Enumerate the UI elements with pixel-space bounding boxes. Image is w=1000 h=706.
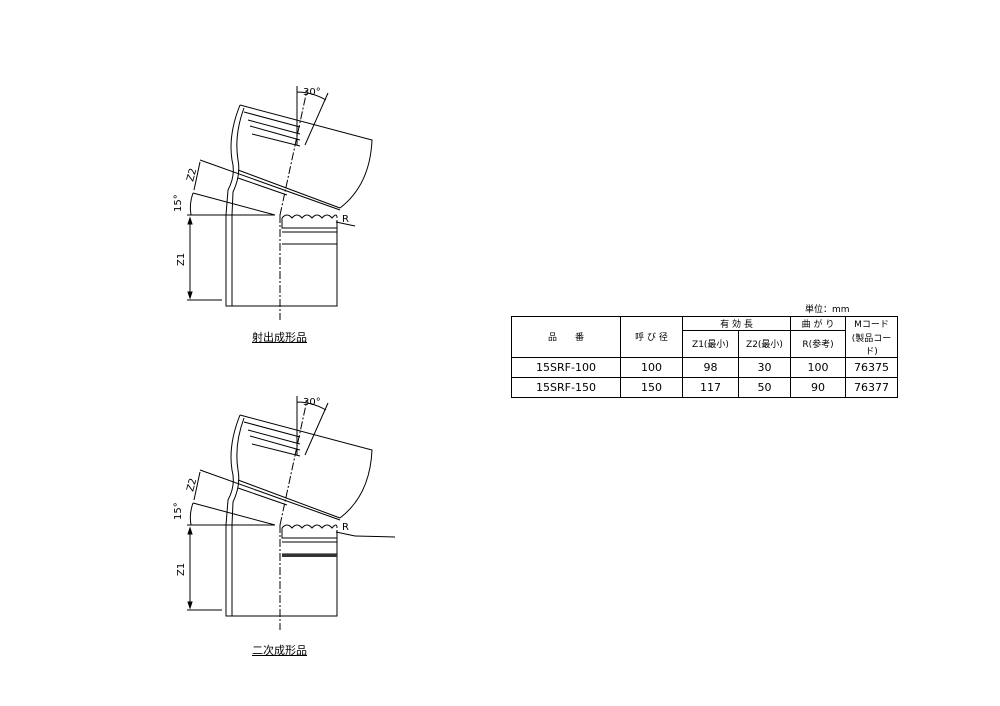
cell-mcode: 76377 (845, 376, 898, 398)
cell-z1: 98 (682, 356, 739, 378)
caption-injection-molded: 射出成形品 (252, 331, 307, 344)
injection-molded-fitting-drawing (186, 85, 373, 321)
header-mcode: Mコード (845, 316, 898, 331)
table-row: 15SRF-100 100 98 30 100 76375 (511, 356, 898, 378)
cell-r: 100 (790, 356, 846, 378)
cell-z2: 30 (738, 356, 791, 378)
header-z2: Z2(最小) (738, 330, 791, 358)
secondary-molded-fitting-drawing (186, 395, 396, 631)
header-bend: 曲 が り (790, 316, 846, 331)
angle-15-label: 15° (173, 502, 184, 520)
angle-30-label: 30° (303, 87, 321, 98)
spec-table: 品 番 呼 び 径 有 効 長 曲 が り Mコード Z1(最小) Z2(最小)… (511, 316, 898, 398)
header-r: R(参考) (790, 330, 846, 358)
z2-label: Z2 (185, 167, 199, 183)
r-label: R (342, 522, 349, 533)
z2-label: Z2 (185, 477, 199, 493)
header-product: 品 番 (511, 316, 621, 358)
cell-product: 15SRF-100 (511, 356, 621, 378)
angle-30-label: 30° (303, 397, 321, 408)
cell-z1: 117 (682, 376, 739, 398)
angle-15-label: 15° (173, 194, 184, 212)
cell-r: 90 (790, 376, 846, 398)
r-label: R (342, 214, 349, 225)
header-effective-length: 有 効 長 (682, 316, 791, 331)
header-product-code: (製品コード) (845, 330, 898, 358)
z1-label: Z1 (176, 253, 187, 266)
header-z1: Z1(最小) (682, 330, 739, 358)
cell-nominal: 100 (620, 356, 683, 378)
header-nominal: 呼 び 径 (620, 316, 683, 358)
cell-mcode: 76375 (845, 356, 898, 378)
unit-label: 単位：mm (805, 305, 850, 315)
table-row: 15SRF-150 150 117 50 90 76377 (511, 376, 898, 398)
cell-nominal: 150 (620, 376, 683, 398)
cell-product: 15SRF-150 (511, 376, 621, 398)
z1-label: Z1 (176, 563, 187, 576)
cell-z2: 50 (738, 376, 791, 398)
caption-secondary-molded: 二次成形品 (252, 644, 307, 657)
